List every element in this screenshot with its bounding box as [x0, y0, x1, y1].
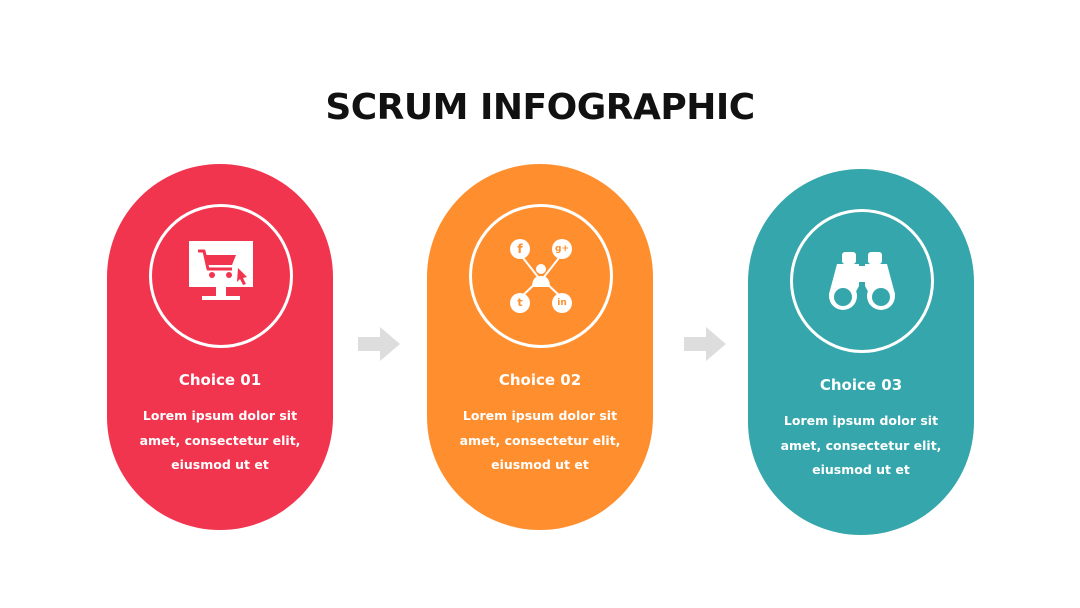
page-title: SCRUM INFOGRAPHIC — [325, 87, 755, 128]
icon-ring — [149, 204, 293, 348]
icon-ring — [790, 209, 934, 353]
social-network-icon — [510, 239, 572, 313]
choice-card-03: Choice 03 Lorem ipsum dolor sit amet, co… — [748, 169, 974, 535]
choice-card-02: f g+ t in Choice 02 Lorem ipsum dolor si… — [427, 164, 653, 530]
icon-ring: f g+ t in — [469, 204, 613, 348]
choice-card-01: Choice 01 Lorem ipsum dolor sit amet, co… — [107, 164, 333, 530]
arrow-right-icon — [358, 327, 400, 361]
linkedin-icon: in — [557, 298, 567, 308]
shopping-cart-monitor-icon — [189, 241, 253, 300]
arrow-right-icon — [684, 327, 726, 361]
choice-description: Lorem ipsum dolor sit amet, consectetur … — [780, 413, 942, 477]
facebook-icon: f — [517, 242, 523, 256]
choice-description: Lorem ipsum dolor sit amet, consectetur … — [459, 408, 621, 472]
twitter-icon: t — [517, 296, 523, 309]
choice-label: Choice 01 — [178, 371, 262, 389]
binoculars-icon — [829, 252, 895, 310]
choice-description: Lorem ipsum dolor sit amet, consectetur … — [139, 408, 301, 472]
choice-label: Choice 03 — [819, 376, 903, 394]
google-plus-icon: g+ — [555, 244, 569, 254]
choice-label: Choice 02 — [498, 371, 582, 389]
